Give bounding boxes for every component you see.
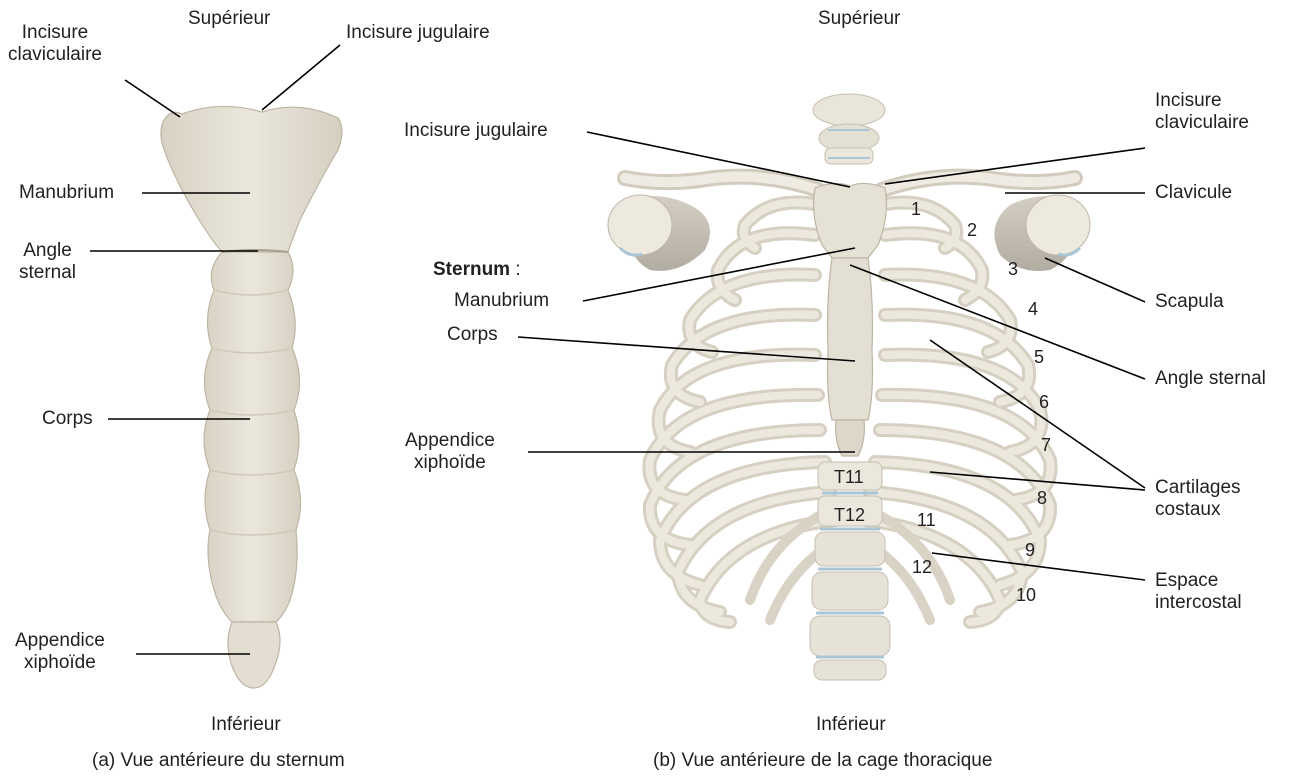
rib-number-3: 3: [1008, 259, 1018, 279]
label-a-incisure-claviculaire: Incisure claviculaire: [8, 22, 102, 66]
rib-number-2: 2: [967, 220, 977, 240]
label-a-angle-sternal: Angle sternal: [19, 240, 76, 284]
label-b-sternum-heading: Sternum :: [433, 259, 521, 281]
panel-a-top-label: Supérieur: [188, 8, 270, 30]
sternum-body-shape: [204, 252, 301, 622]
label-b-espace-intercostal: Espace intercostal: [1155, 570, 1242, 614]
rib-number-4: 4: [1028, 299, 1038, 319]
label-b-clavicule: Clavicule: [1155, 182, 1232, 204]
cervical-spine: [813, 94, 885, 164]
rib-number-7: 7: [1041, 435, 1051, 455]
rib-number-12: 12: [912, 557, 932, 577]
vertebra-label-t11: T11: [834, 467, 864, 487]
panel-b-top-label: Supérieur: [818, 8, 900, 30]
panel-b-caption: (b) Vue antérieure de la cage thoracique: [653, 750, 992, 772]
label-b-scapula: Scapula: [1155, 291, 1224, 313]
label-b-appendice-xiphoide: Appendice xiphoïde: [405, 430, 495, 474]
label-a-corps: Corps: [42, 408, 93, 430]
label-b-corps: Corps: [447, 324, 498, 346]
xiphoid-shape: [228, 622, 280, 688]
rib-number-10: 10: [1016, 585, 1036, 605]
manubrium-shape: [161, 106, 342, 252]
rib-number-11: 11: [917, 510, 936, 530]
panel-a-bottom-label: Inférieur: [211, 714, 281, 736]
label-a-appendice-xiphoide: Appendice xiphoïde: [15, 630, 105, 674]
label-b-incisure-claviculaire: Incisure claviculaire: [1155, 90, 1249, 134]
vertebra-label-t12: T12: [834, 505, 865, 525]
label-b-cartilages-costaux: Cartilages costaux: [1155, 477, 1241, 521]
label-b-angle-sternal: Angle sternal: [1155, 368, 1266, 390]
rib-number-6: 6: [1039, 392, 1049, 412]
rib-number-8: 8: [1037, 488, 1047, 508]
rib-number-9: 9: [1025, 540, 1035, 560]
label-b-manubrium: Manubrium: [454, 290, 549, 312]
rib-number-1: 1: [911, 199, 921, 219]
panel-b-bottom-label: Inférieur: [816, 714, 886, 736]
rib-number-5: 5: [1034, 347, 1044, 367]
label-a-manubrium: Manubrium: [19, 182, 114, 204]
sternum-in-cage: [814, 183, 887, 456]
label-b-incisure-jugulaire: Incisure jugulaire: [404, 120, 548, 142]
panel-a-caption: (a) Vue antérieure du sternum: [92, 750, 345, 772]
label-a-incisure-jugulaire: Incisure jugulaire: [346, 22, 490, 44]
